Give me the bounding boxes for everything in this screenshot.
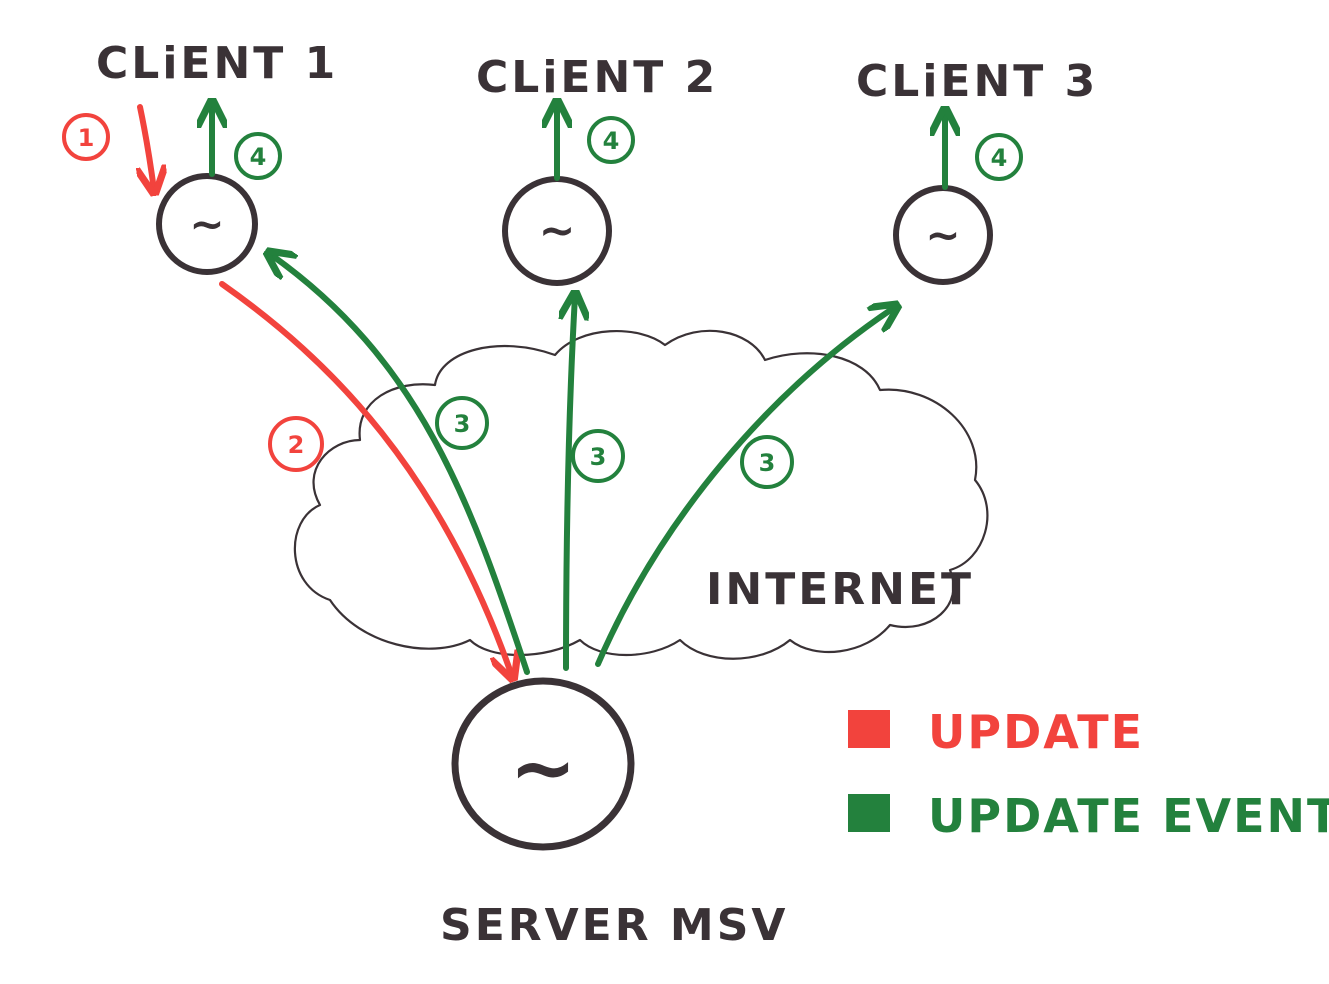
legend: UPDATE UPDATE EVENT — [848, 705, 1329, 843]
step3-number-client-3: 3 — [759, 449, 776, 477]
client-2-symbol: ~ — [539, 206, 576, 257]
server-node — [451, 677, 635, 851]
step3-number-client-2: 3 — [590, 443, 607, 471]
step2-number: 2 — [288, 431, 305, 459]
client-1-node — [156, 173, 258, 275]
step3-arrow-client-2 — [566, 296, 575, 671]
step4-number-client-3: 4 — [991, 144, 1008, 172]
client-1-symbol: ~ — [189, 200, 224, 249]
server-label: SERVER MSV — [440, 900, 788, 951]
step4-badge-client-2 — [587, 116, 635, 164]
legend-label-update-event: UPDATE EVENT — [928, 789, 1329, 843]
legend-swatch-update-event — [848, 794, 890, 832]
client-1-label: CLiENT 1 — [96, 38, 338, 89]
step3-arrow-client-1 — [270, 254, 530, 675]
step2-arrow — [219, 281, 512, 676]
legend-swatch-update — [848, 710, 890, 748]
step3-number-client-1: 3 — [454, 410, 471, 438]
server-symbol: ~ — [509, 722, 576, 815]
internet-cloud — [293, 329, 989, 660]
internet-label: INTERNET — [706, 564, 974, 615]
step4-badge-client-3 — [975, 133, 1023, 181]
step1-arrow — [140, 104, 154, 190]
client-2-label: CLiENT 2 — [476, 52, 718, 103]
step3-badge-client-1 — [435, 396, 489, 450]
client-3-label: CLiENT 3 — [856, 56, 1098, 107]
step1-badge — [62, 113, 110, 161]
step4-number-client-2: 4 — [603, 127, 620, 155]
step3-badge-client-2 — [571, 429, 625, 483]
step3-arrow-client-3 — [595, 307, 895, 667]
step1-number: 1 — [78, 124, 95, 152]
step3-badge-client-3 — [740, 435, 794, 489]
step4-number-client-1: 4 — [250, 143, 267, 171]
legend-label-update: UPDATE — [928, 705, 1144, 759]
step2-badge — [268, 416, 324, 472]
step4-badge-client-1 — [234, 132, 282, 180]
client-3-symbol: ~ — [925, 211, 960, 260]
